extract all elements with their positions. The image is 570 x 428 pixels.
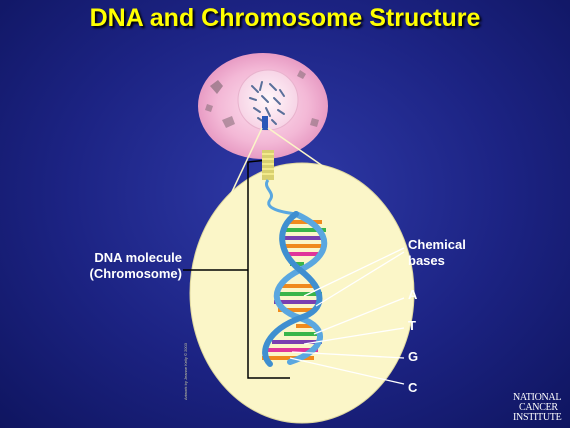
logo-line2: CANCER [519, 402, 558, 413]
base-label-g: G [408, 349, 419, 364]
base-label-c: C [408, 380, 418, 395]
dna-molecule-label-line1: DNA molecule [94, 250, 182, 265]
base-label-a: A [408, 287, 418, 302]
logo-line3: INSTITUTE [513, 412, 562, 423]
dna-helix [262, 211, 328, 367]
slide-title: DNA and Chromosome Structure [89, 4, 481, 32]
chemical-bases-label-line2: bases [408, 253, 445, 268]
chromosome-coil [262, 150, 297, 216]
dna-molecule-label-line2: (Chromosome) [89, 266, 182, 281]
artwork-credit: Artwork by Jeanne Kelly © 2003 [183, 343, 188, 400]
dna-molecule-label: DNA molecule (Chromosome) [72, 250, 182, 282]
logo-line1: NATIONAL [513, 392, 562, 403]
chemical-bases-label-line1: Chemical [408, 237, 466, 252]
chemical-bases-label: Chemical bases [408, 237, 466, 269]
cell [198, 53, 328, 159]
base-pointers [289, 247, 405, 385]
nci-logo: NATIONAL CANCER INSTITUTE [513, 393, 569, 423]
base-label-t: T [408, 318, 416, 333]
